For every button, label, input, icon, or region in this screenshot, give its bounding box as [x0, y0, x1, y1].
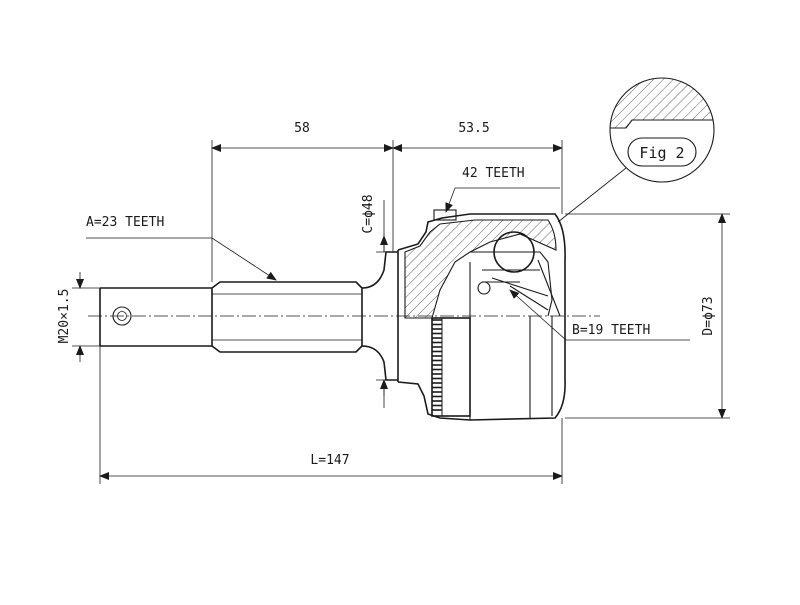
- teeth-b-label: B=19 TEETH: [572, 323, 650, 338]
- spline-section: [211, 281, 363, 353]
- shaft: [99, 251, 398, 381]
- dimension-lines: [72, 140, 730, 484]
- hub-pin: [477, 281, 491, 295]
- abs-ring: [431, 317, 471, 417]
- neck-upper: [361, 251, 398, 289]
- dim-c-label: C=ϕ48: [361, 194, 376, 233]
- ball: [493, 231, 535, 273]
- outer-housing: [397, 209, 566, 421]
- tooth-tab: [433, 209, 457, 221]
- dim-58-label: 58: [294, 121, 310, 136]
- leader-lines: [86, 167, 690, 341]
- housing-section-hatch: [404, 219, 557, 319]
- teeth-42-label: 42 TEETH: [462, 166, 525, 181]
- dim-53-5-label: 53.5: [458, 121, 489, 136]
- cotter-hole: [112, 306, 132, 326]
- fig2-label: Fig 2: [639, 144, 684, 162]
- fig2-label-box: [627, 137, 697, 167]
- fig2-detail: Fig 2: [609, 77, 715, 183]
- dim-l-label: L=147: [310, 453, 349, 468]
- teeth-a-label: A=23 TEETH: [86, 215, 164, 230]
- neck-lower: [361, 345, 398, 381]
- cotter-hole-inner: [117, 311, 127, 321]
- dim-m20-label: M20×1.5: [57, 289, 72, 344]
- threaded-end: [99, 287, 212, 347]
- dim-d-label: D=ϕ73: [701, 296, 716, 335]
